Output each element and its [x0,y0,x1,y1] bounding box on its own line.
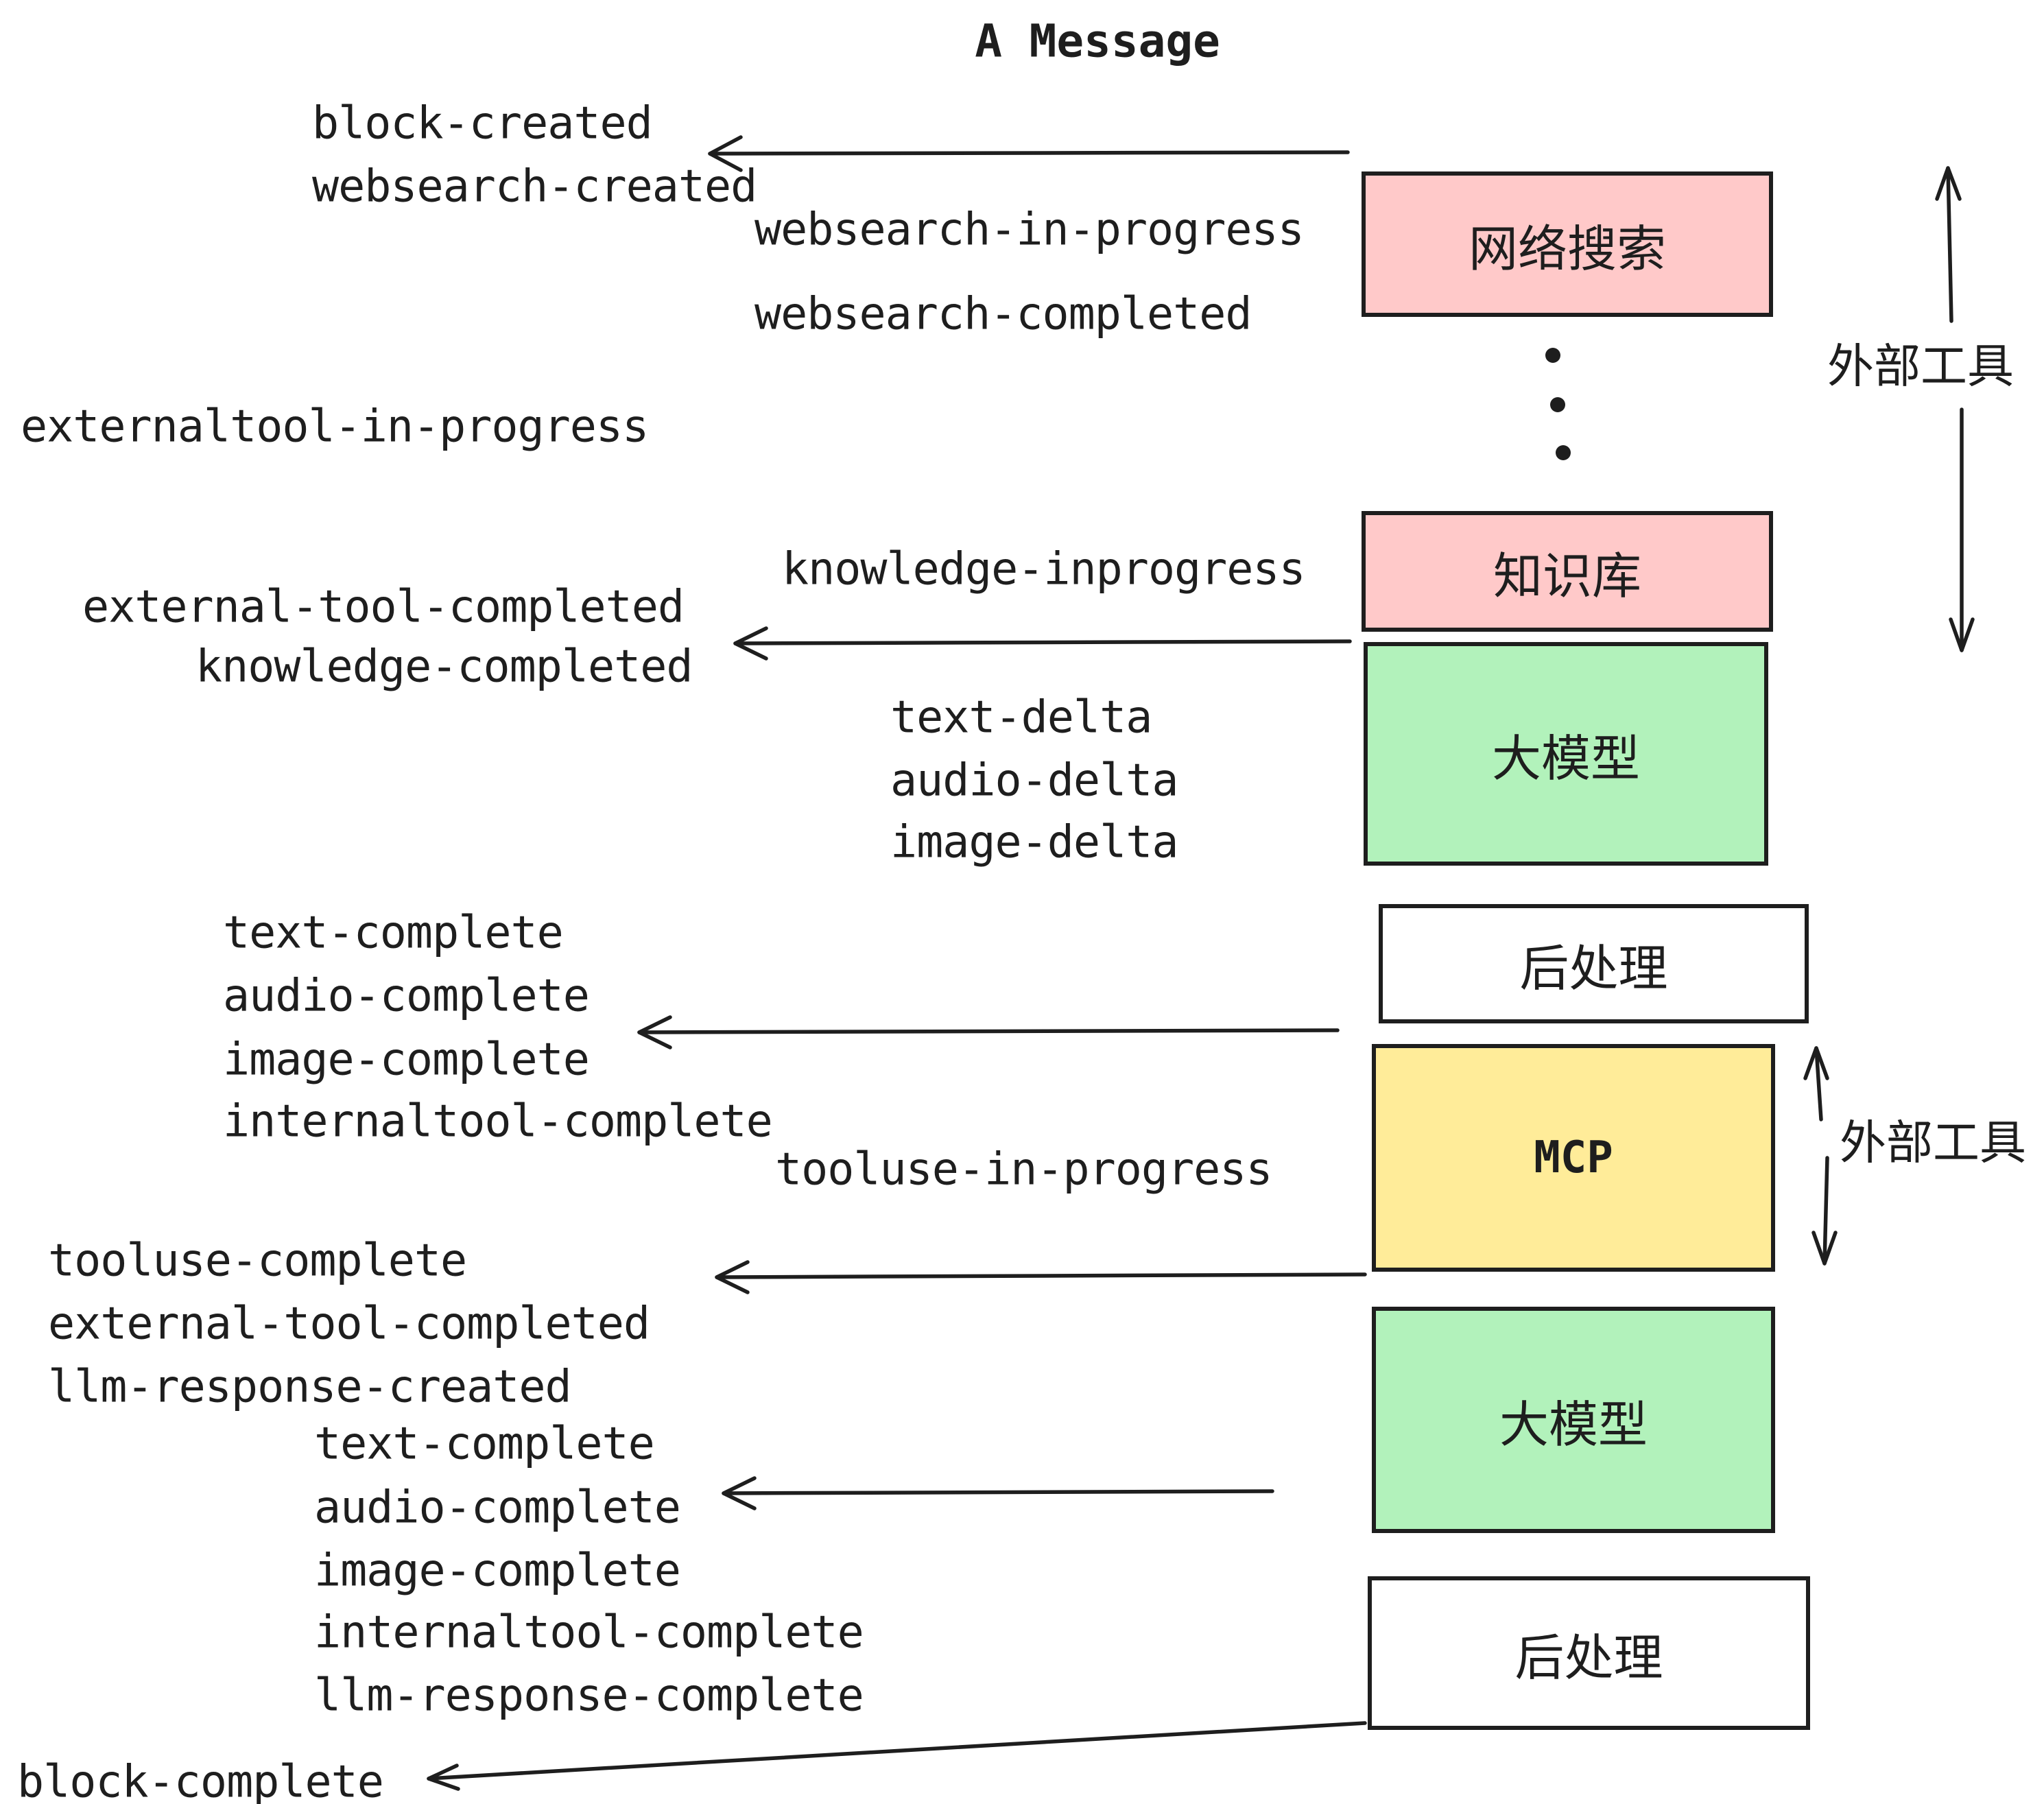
event-label-audio-delta-1: audio-delta [890,755,1178,807]
event-label-tooluse-in-progress: tooluse-in-progress [775,1143,1273,1196]
event-label-text-complete-1: text-complete [223,907,564,959]
arrow-to-websearch-created [708,135,1350,172]
arrow-to-tooluse-complete [715,1260,1367,1294]
ellipsis-dots-icon [1545,348,1571,460]
box-websearch: 网络搜索 [1362,171,1773,317]
event-label-knowledge-inprogress: knowledge-inprogress [782,543,1306,595]
event-label-image-complete-2: image-complete [314,1545,681,1597]
arrow-to-knowledge-completed [733,626,1352,661]
box-postprocess-2-label: 后处理 [1514,1628,1663,1687]
event-label-image-delta-1: image-delta [890,816,1178,868]
event-label-externaltool-in-progress: externaltool-in-progress [21,401,649,453]
event-label-websearch-completed: websearch-completed [754,288,1252,340]
event-label-block-complete: block-complete [17,1756,384,1804]
box-knowledge-label: 知识库 [1493,547,1641,605]
box-mcp: MCP [1372,1044,1775,1272]
event-label-llm-response-complete: llm-response-complete [314,1670,864,1722]
event-label-image-complete-1: image-complete [223,1034,590,1086]
arrow-external-tool-up-mid [1803,1046,1829,1121]
event-label-knowledge-completed: knowledge-completed [195,641,693,693]
box-llm-2: 大模型 [1372,1307,1775,1533]
box-websearch-label: 网络搜索 [1468,219,1666,278]
event-label-audio-complete-1: audio-complete [223,970,590,1022]
event-label-internaltool-complete-1: internaltool-complete [223,1095,773,1148]
box-knowledge: 知识库 [1362,511,1773,632]
arrow-to-audio-complete [722,1476,1274,1510]
event-label-llm-response-created: llm-response-created [48,1361,572,1413]
event-label-text-complete-2: text-complete [314,1418,655,1470]
event-label-websearch-in-progress: websearch-in-progress [754,204,1305,256]
arrow-external-tool-down-top [1949,407,1975,652]
arrow-to-image-complete [637,1015,1340,1049]
arrow-external-tool-up-top [1935,166,1962,323]
diagram-title: A Message [975,14,1220,68]
box-postprocess-1-label: 后处理 [1519,939,1668,997]
box-postprocess-1: 后处理 [1379,904,1809,1023]
event-label-external-tool-completed-1: external-tool-completed [82,581,685,633]
arrow-external-tool-down-mid [1811,1156,1838,1266]
event-label-audio-complete-2: audio-complete [314,1482,681,1534]
event-label-block-created: block-created [312,97,653,150]
box-mcp-label: MCP [1534,1132,1613,1183]
event-label-tooluse-complete: tooluse-complete [48,1235,467,1287]
box-llm-1-label: 大模型 [1491,729,1640,787]
box-llm-1: 大模型 [1364,642,1768,866]
external-tools-label-top: 外部工具 [1827,340,2015,394]
event-label-internaltool-complete-2: internaltool-complete [314,1606,864,1659]
external-tools-label-mid: 外部工具 [1839,1116,2027,1171]
event-label-external-tool-completed-2: external-tool-completed [48,1298,650,1350]
event-label-websearch-created: websearch-created [312,161,757,213]
box-llm-2-label: 大模型 [1499,1395,1648,1453]
arrow-to-block-complete [427,1721,1367,1791]
event-label-text-delta-1: text-delta [890,691,1152,744]
box-postprocess-2: 后处理 [1368,1576,1810,1730]
